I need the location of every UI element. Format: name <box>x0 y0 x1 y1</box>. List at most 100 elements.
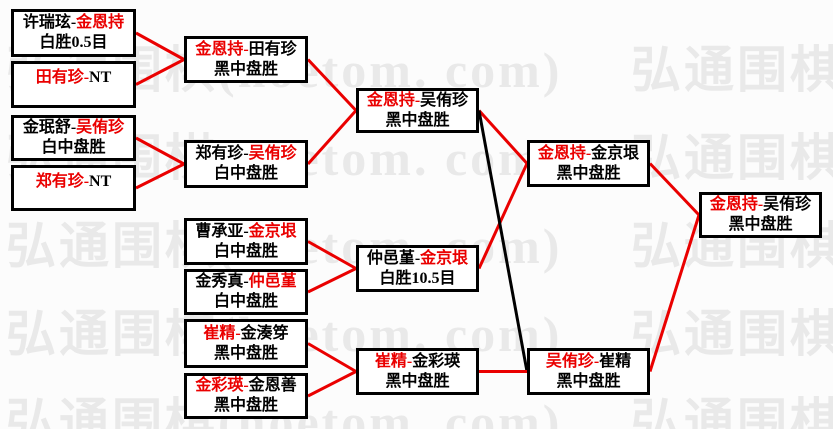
match-result: 白中盘胜 <box>213 165 278 182</box>
match-result: 黑中盘胜 <box>556 164 621 182</box>
match-box-final: 金恩持-吴侑珍黑中盘胜 <box>699 192 822 238</box>
match-box-sf1: 金恩持-金京垠黑中盘胜 <box>527 140 650 187</box>
match-box-r1m7: 崔精-金湊笌黑中盘胜 <box>184 319 308 368</box>
player1-name: 曹承亚 <box>195 222 244 240</box>
player2-name: 仲邑堇 <box>248 273 297 290</box>
player1-name: 郑有珍 <box>195 145 244 162</box>
advance-connector-line <box>648 162 701 217</box>
player-separator: - <box>70 119 77 136</box>
player2-name: 金京垠 <box>420 249 469 267</box>
match-box-r2m1: 金恩持-田有珍黑中盘胜 <box>184 36 308 83</box>
player1-name: 金珉舒 <box>22 119 71 136</box>
match-result: 黑中盘胜 <box>213 60 278 78</box>
player1-name: 金恩持 <box>195 40 244 58</box>
match-box-r1m8: 金彩瑛-金恩善黑中盘胜 <box>184 373 308 419</box>
player2-name: NT <box>89 173 112 190</box>
match-box-r1m3: 金珉舒-吴侑珍白中盘胜 <box>11 115 136 161</box>
player-separator: - <box>235 324 241 342</box>
match-result: 白胜10.5目 <box>379 269 456 287</box>
match-players: 崔精-金彩瑛 <box>375 352 460 372</box>
advance-connector-line <box>306 58 358 112</box>
player1-name: 金恩持 <box>366 91 415 109</box>
match-players: 金恩持-田有珍 <box>195 40 296 60</box>
match-players: 金恩持-吴侑珍 <box>710 195 811 215</box>
match-box-r1m2: 田有珍-NT <box>11 61 136 108</box>
match-result: 白中盘胜 <box>213 293 278 310</box>
player2-name: 金恩持 <box>76 14 125 31</box>
match-players: 崔精-金湊笌 <box>203 324 288 344</box>
player-separator: - <box>593 352 600 370</box>
advance-connector-line <box>477 109 529 165</box>
match-result: 黑中盘胜 <box>728 216 793 233</box>
match-box-r1m6: 金秀真-仲邑堇白中盘胜 <box>184 269 308 315</box>
player1-name: 许瑞玹 <box>22 14 71 31</box>
player-separator: - <box>757 196 764 213</box>
match-result: 黑中盘胜 <box>385 111 450 129</box>
match-result: 白中盘胜 <box>213 242 278 260</box>
match-box-r2m4: 崔精-金彩瑛黑中盘胜 <box>356 348 479 395</box>
advance-connector-line <box>306 109 358 166</box>
player-separator: - <box>414 91 421 109</box>
match-players: 金恩持-吴侑珍 <box>367 91 468 111</box>
advance-connector-line <box>307 240 357 270</box>
match-players: 仲邑堇-金京垠 <box>367 249 468 269</box>
player1-name: 金秀真 <box>195 273 244 290</box>
player-separator: - <box>414 249 421 267</box>
match-result: 黑中盘胜 <box>556 372 621 390</box>
advance-connector-line <box>477 162 529 270</box>
match-box-r1m4: 郑有珍-NT <box>11 165 136 211</box>
player2-name: 金京垠 <box>248 222 297 240</box>
player-separator: - <box>243 145 249 162</box>
advance-connector-line <box>648 214 701 372</box>
match-players: 郑有珍-吴侑珍 <box>195 144 296 164</box>
player2-name: 田有珍 <box>248 40 297 58</box>
player1-name: 金恩持 <box>537 144 586 162</box>
watermark-text: 弘通围棋(hoetom. com) 弘通围棋(hoetom. com) 弘通围棋… <box>6 394 833 429</box>
player1-name: 金彩瑛 <box>195 377 244 394</box>
match-box-r3m1: 金恩持-吴侑珍黑中盘胜 <box>356 88 479 133</box>
player-separator: - <box>243 377 249 394</box>
player-separator: - <box>83 173 90 190</box>
player2-name: 金京垠 <box>591 144 640 162</box>
player1-name: 崔精 <box>203 324 236 342</box>
match-players: 许瑞玹-金恩持 <box>23 13 124 33</box>
advance-connector-line <box>307 342 357 373</box>
match-players: 金珉舒-吴侑珍 <box>23 118 124 138</box>
player-separator: - <box>585 144 592 162</box>
player-separator: - <box>406 352 413 370</box>
player1-name: 仲邑堇 <box>366 249 415 267</box>
advance-connector-line <box>307 267 357 294</box>
player1-name: 吴侑珍 <box>545 352 594 370</box>
player1-name: 田有珍 <box>35 69 84 86</box>
match-box-r2m2: 郑有珍-吴侑珍白中盘胜 <box>184 140 308 188</box>
player1-name: 郑有珍 <box>35 173 84 190</box>
player-separator: - <box>243 222 249 240</box>
match-players: 吴侑珍-崔精 <box>546 352 631 372</box>
match-box-r1m1: 许瑞玹-金恩持白胜0.5目 <box>11 9 136 57</box>
match-box-r1m5: 曹承亚-金京垠白中盘胜 <box>184 218 308 265</box>
match-players: 金秀真-仲邑堇 <box>195 272 296 292</box>
player1-name: 金恩持 <box>709 196 758 213</box>
watermark-text: 弘通围棋(hoetom. com) 弘通围棋(hoetom. com) 弘通围棋… <box>6 130 833 186</box>
player2-name: 吴侑珍 <box>248 145 297 162</box>
player2-name: 吴侑珍 <box>76 119 125 136</box>
player-separator: - <box>70 14 77 31</box>
advance-connector-line <box>135 58 185 86</box>
match-players: 金恩持-金京垠 <box>538 144 639 164</box>
drop-connector-line <box>477 110 529 372</box>
match-box-sf2: 吴侑珍-崔精黑中盘胜 <box>527 348 650 395</box>
player2-name: 崔精 <box>599 352 632 370</box>
advance-connector-line <box>135 162 185 190</box>
player2-name: NT <box>89 69 112 86</box>
match-players: 曹承亚-金京垠 <box>195 222 296 242</box>
match-players: 金彩瑛-金恩善 <box>195 376 296 396</box>
player1-name: 崔精 <box>374 352 407 370</box>
player-separator: - <box>243 40 249 58</box>
match-players: 田有珍-NT <box>36 68 112 88</box>
player-separator: - <box>83 69 90 86</box>
player2-name: 金恩善 <box>248 377 297 394</box>
match-players: 郑有珍-NT <box>36 172 112 192</box>
player2-name: 金彩瑛 <box>412 352 461 370</box>
